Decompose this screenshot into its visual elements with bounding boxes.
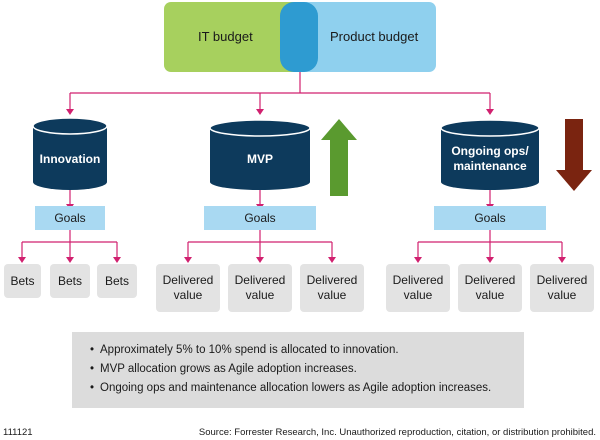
leaf-delivered-value: Delivered value: [530, 264, 594, 312]
it-budget-block: [164, 2, 294, 72]
cylinder-innovation: [32, 117, 108, 190]
notes-list: Approximately 5% to 10% spend is allocat…: [72, 332, 524, 398]
connector-lines: [21, 72, 563, 258]
leaf-bets: Bets: [50, 264, 90, 298]
leaf-bets: Bets: [97, 264, 137, 298]
arrow-down-icon: [556, 119, 592, 191]
goals-box-innovation: Goals: [35, 206, 105, 230]
leaf-delivered-value: Delivered value: [300, 264, 364, 312]
leaf-delivered-value: Delivered value: [228, 264, 292, 312]
footer-source: Source: Forrester Research, Inc. Unautho…: [198, 427, 596, 438]
leaf-delivered-value: Delivered value: [386, 264, 450, 312]
cylinder-mvp: [209, 119, 311, 190]
note-item: MVP allocation grows as Agile adoption i…: [90, 360, 524, 379]
product-budget-label: Product budget: [330, 29, 419, 44]
leaf-bets: Bets: [4, 264, 41, 298]
goals-box-mvp: Goals: [204, 206, 316, 230]
note-item: Approximately 5% to 10% spend is allocat…: [90, 341, 524, 360]
leaf-delivered-value: Delivered value: [458, 264, 522, 312]
cylinder-label-mvp: MVP: [246, 151, 273, 166]
leaf-delivered-value: Delivered value: [156, 264, 220, 312]
cylinder-ongoing-ops: [440, 119, 540, 190]
footer-id: 111121: [3, 427, 33, 438]
cylinder-label-ongoing-ops: Ongoing ops/ maintenance: [451, 144, 529, 173]
note-item: Ongoing ops and maintenance allocation l…: [90, 379, 524, 398]
cylinder-label-innovation: Innovation: [39, 151, 101, 166]
notes-panel: Approximately 5% to 10% spend is allocat…: [72, 332, 524, 408]
budget-overlap-block: [280, 2, 318, 72]
arrow-up-icon: [321, 119, 357, 196]
it-budget-label: IT budget: [198, 29, 253, 44]
goals-box-ongoing-ops: Goals: [434, 206, 546, 230]
